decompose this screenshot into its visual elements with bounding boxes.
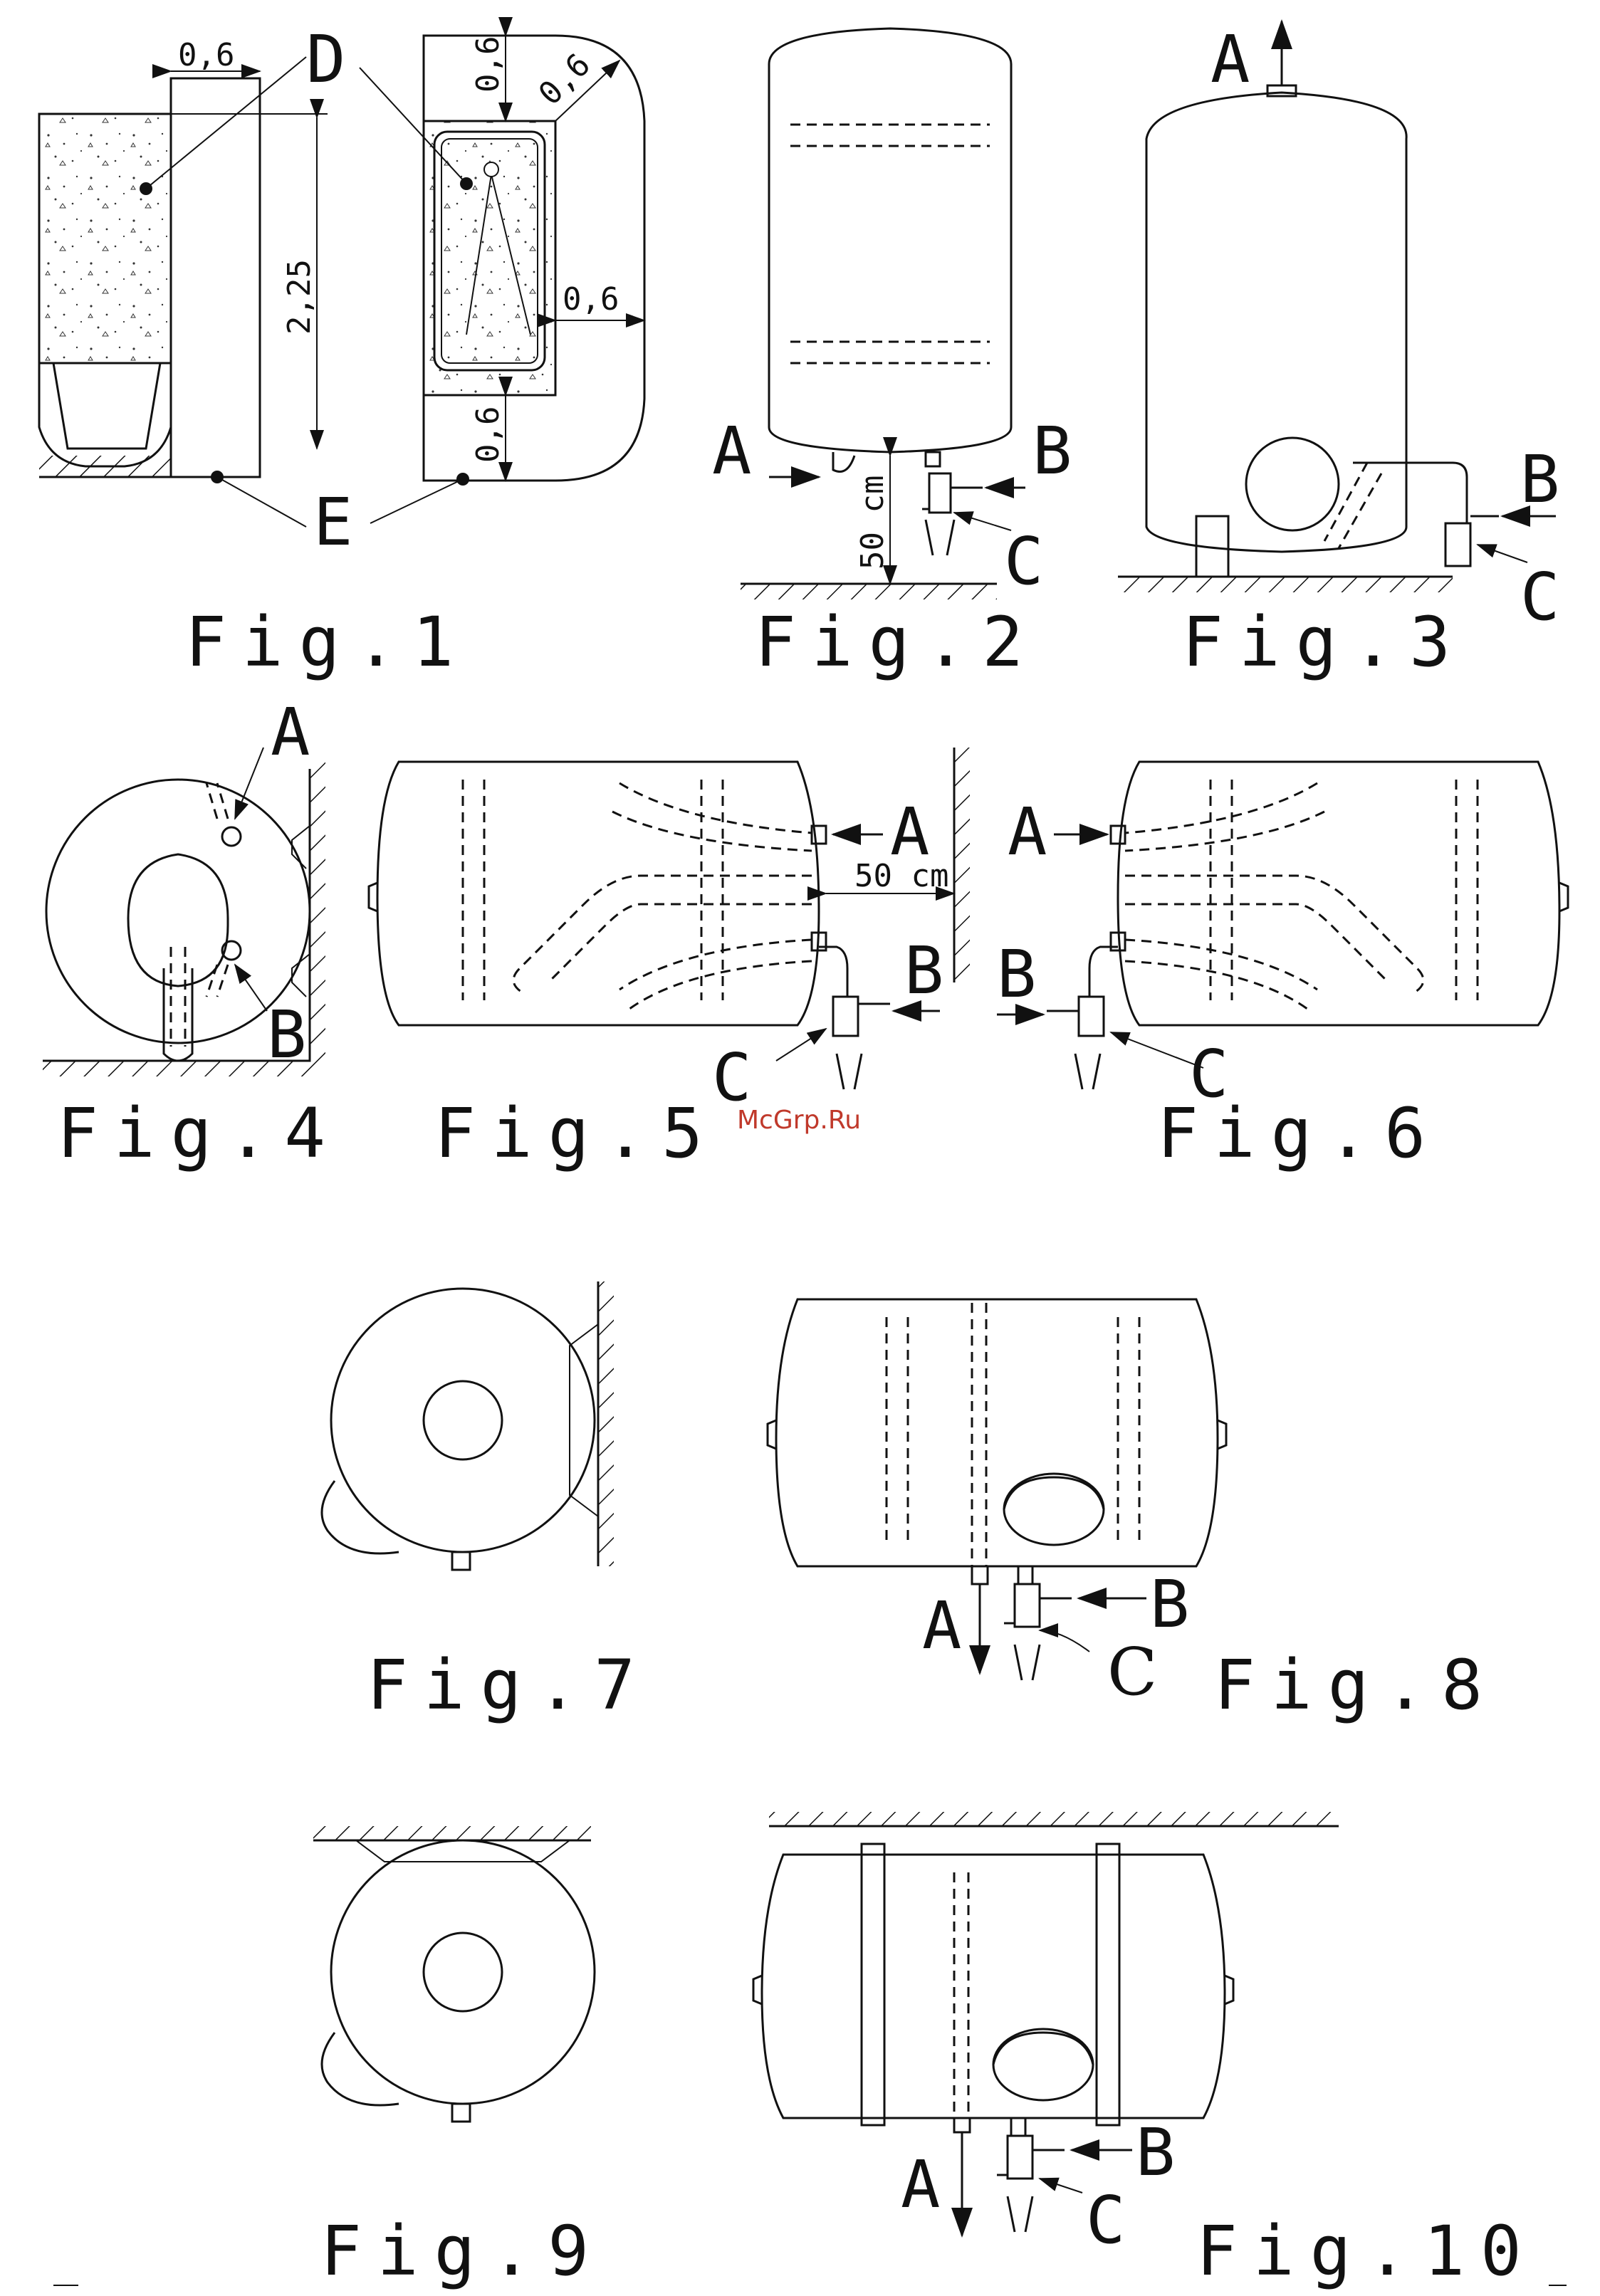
fig10-valve: [1008, 2136, 1032, 2179]
fig2-label-a: A: [712, 413, 751, 489]
fig7-tank-end: [331, 1289, 595, 1552]
fig9-caption: Fig.9: [320, 2211, 605, 2291]
figure-3: A B C Fig.3: [1118, 21, 1559, 682]
fig8-label-b: B: [1150, 1566, 1189, 1642]
fig8-tank: [776, 1299, 1218, 1566]
fig8-caption: Fig.8: [1214, 1645, 1498, 1725]
fig1-label-d: D: [306, 21, 345, 98]
fig10-label-a: A: [901, 2146, 940, 2223]
fig10-ceiling-hatch: [769, 1812, 1339, 1826]
fig4-label-a: A: [271, 694, 310, 770]
fig3-label-a: A: [1211, 21, 1250, 98]
fig10-label-c: C: [1086, 2182, 1125, 2258]
fig2-caption: Fig.2: [755, 602, 1039, 682]
figure-8: A B C Fig.8: [768, 1299, 1498, 1725]
fig3-label-c: C: [1520, 559, 1559, 635]
fig2-label-c: C: [1004, 523, 1043, 599]
fig10-tank: [762, 1855, 1225, 2118]
fig9-bracket: [356, 1840, 570, 1862]
fig4-heating-element: [164, 968, 192, 1061]
svg-text:0,6: 0,6: [470, 407, 506, 463]
fig7-wall-hatch: [598, 1281, 614, 1566]
fig10-label-b: B: [1136, 2114, 1175, 2191]
fig1-caption: Fig.1: [185, 602, 469, 682]
fig2-valve: [929, 473, 951, 513]
fig10-caption: Fig.10: [1196, 2211, 1537, 2291]
svg-text:0,6: 0,6: [563, 281, 619, 318]
fig4-wall-hatch: [310, 758, 325, 1071]
fig2-dim-50cm: 50 cm: [854, 476, 891, 570]
fig7-flange: [322, 1481, 399, 1553]
fig6-label-a: A: [1008, 794, 1047, 870]
fig3-label-b: B: [1520, 441, 1559, 518]
fig6-valve: [1079, 997, 1104, 1036]
fig6-caption: Fig.6: [1157, 1094, 1441, 1173]
fig2-label-b: B: [1032, 413, 1072, 489]
fig1-clearance-zone-left: [39, 114, 171, 363]
fig9-ceiling-hatch: [313, 1826, 591, 1840]
fig6-tank: [1118, 762, 1559, 1025]
fig1-basin: [53, 363, 160, 449]
fig8-label-c: C: [1107, 1634, 1157, 1710]
svg-text:0,6: 0,6: [470, 36, 506, 93]
fig9-flange: [322, 2033, 399, 2105]
fig2-tank: [769, 28, 1011, 452]
fig10-strap-left: [862, 1844, 884, 2125]
figure-5: 50 cm A B C Fig.5: [369, 748, 970, 1173]
fig1-dim-top: 0,6: [178, 37, 234, 73]
svg-text:0,6: 0,6: [532, 47, 597, 112]
fig1-zone-column: [171, 78, 260, 477]
fig8-valve: [1015, 1584, 1040, 1627]
fig8-label-a: A: [922, 1588, 961, 1664]
fig5-element: [513, 876, 812, 993]
fig10-strap-right: [1097, 1844, 1119, 2125]
figure-6: A B C Fig.6 McGrp.Ru: [737, 762, 1568, 1173]
fig5-valve: [833, 997, 858, 1036]
fig3-inspection-flange: [1246, 438, 1339, 530]
figure-9: Fig.9: [313, 1826, 605, 2291]
figure-4: A B Fig.4: [43, 694, 341, 1173]
fig10-flange: [993, 2029, 1093, 2100]
fig7-caption: Fig.7: [367, 1645, 651, 1725]
fig6-label-b: B: [997, 936, 1036, 1012]
fig1-floor-hatch: [39, 456, 171, 477]
figure-1: 0,6 2,25 D 0,6 0,6 0,6 0,6 E Fig: [39, 21, 644, 682]
fig2-floor-hatch: [741, 584, 997, 599]
fig5-label-b: B: [904, 933, 943, 1009]
fig6-element: [1125, 876, 1423, 993]
fig3-floor-hatch: [1118, 577, 1453, 592]
fig4-label-b: B: [267, 997, 306, 1073]
fig5-caption: Fig.5: [434, 1094, 718, 1173]
figure-7: Fig.7: [322, 1281, 651, 1725]
fig8-flange: [1004, 1474, 1104, 1545]
fig1-label-e: E: [313, 484, 352, 560]
figure-2: 50 cm A B C Fig.2: [712, 28, 1072, 682]
fig4-caption: Fig.4: [57, 1094, 341, 1173]
figure-10: A B C Fig.10: [753, 1812, 1537, 2291]
fig3-caption: Fig.3: [1182, 602, 1466, 682]
fig5-tank: [377, 762, 819, 1025]
fig3-tank: [1146, 93, 1406, 552]
watermark: McGrp.Ru: [737, 1106, 861, 1135]
fig1-dim-height: 2,25: [281, 259, 318, 335]
fig5-wall-hatch: [954, 748, 970, 982]
fig5-label-a: A: [890, 794, 929, 870]
fig9-tank-end: [331, 1840, 595, 2104]
fig3-valve: [1445, 523, 1470, 566]
